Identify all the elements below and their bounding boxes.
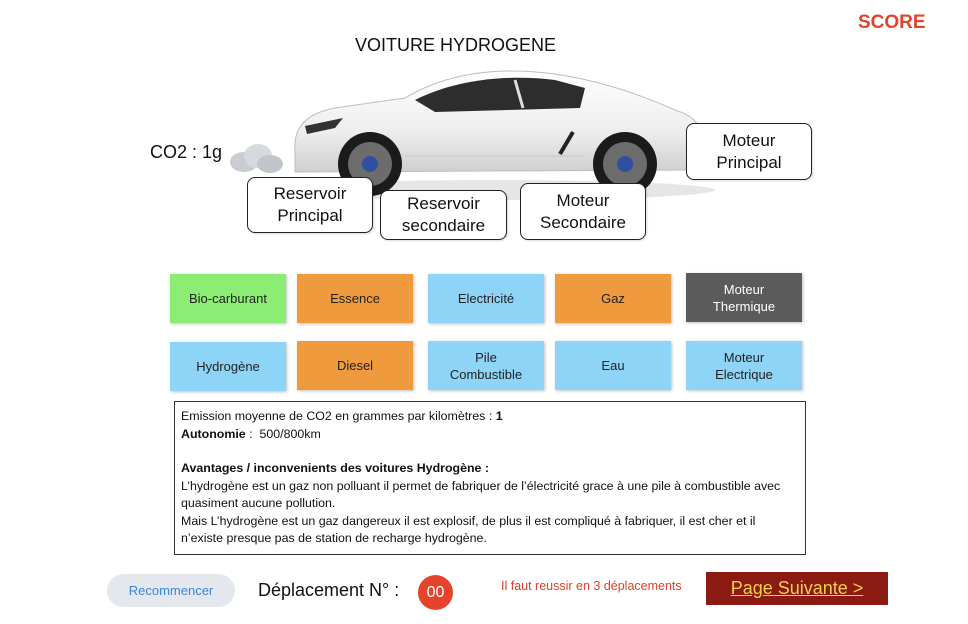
moves-label: Déplacement N° : [258, 580, 400, 600]
tile-bio-carburant[interactable]: Bio-carburant [170, 274, 286, 323]
emission-line: Emission moyenne de CO2 en grammes par k… [181, 408, 799, 426]
paragraph-2: Mais L’hydrogène est un gaz dangereux il… [181, 513, 756, 546]
avantages-title-text: Avantages / inconvenients des voitures H… [181, 461, 490, 475]
page-title: VOITURE HYDROGENE [355, 35, 557, 55]
tile-pile-combustible[interactable]: Pile Combustible [428, 341, 544, 390]
hint-text: Il faut reussir en 3 déplacements [501, 579, 682, 593]
tile-eau[interactable]: Eau [555, 341, 671, 390]
score-label: SCORE [858, 12, 926, 33]
autonomie-value: : 500/800km [245, 426, 321, 441]
tile-gaz[interactable]: Gaz [555, 274, 671, 323]
tile-essence[interactable]: Essence [297, 274, 413, 323]
moves-counter: 00 [418, 575, 453, 610]
slot-moteur-principal[interactable]: Moteur Principal [686, 123, 812, 180]
cloud-icon [230, 144, 283, 173]
co2-label: CO2 : 1g [150, 142, 223, 162]
tile-diesel[interactable]: Diesel [297, 341, 413, 390]
slot-reservoir-principal[interactable]: Reservoir Principal [247, 177, 373, 233]
hydrogen-car-image [275, 70, 715, 200]
paragraph-1: L’hydrogène est un gaz non polluant il p… [181, 478, 781, 511]
emission-text: Emission moyenne de CO2 en grammes par k… [181, 409, 496, 423]
tile-moteur-electrique[interactable]: Moteur Electrique [686, 341, 802, 390]
slot-reservoir-secondaire[interactable]: Reservoir secondaire [380, 190, 507, 240]
restart-button[interactable]: Recommencer [107, 574, 235, 607]
tile-moteur-thermique[interactable]: Moteur Thermique [686, 273, 802, 322]
avantages-title: Avantages / inconvenients des voitures H… [181, 460, 799, 478]
tile-electricite[interactable]: Electricité [428, 274, 544, 323]
tile-hydrogene[interactable]: Hydrogène [170, 342, 286, 391]
autonomie-label: Autonomie [181, 426, 246, 441]
autonomie-line: Autonomie : 500/800km [181, 426, 799, 444]
info-panel: Emission moyenne de CO2 en grammes par k… [174, 401, 806, 555]
spacer [181, 443, 799, 460]
next-page-button[interactable]: Page Suivante > [706, 572, 888, 605]
emission-value: 1 [495, 409, 503, 423]
slot-moteur-secondaire[interactable]: Moteur Secondaire [520, 183, 646, 240]
